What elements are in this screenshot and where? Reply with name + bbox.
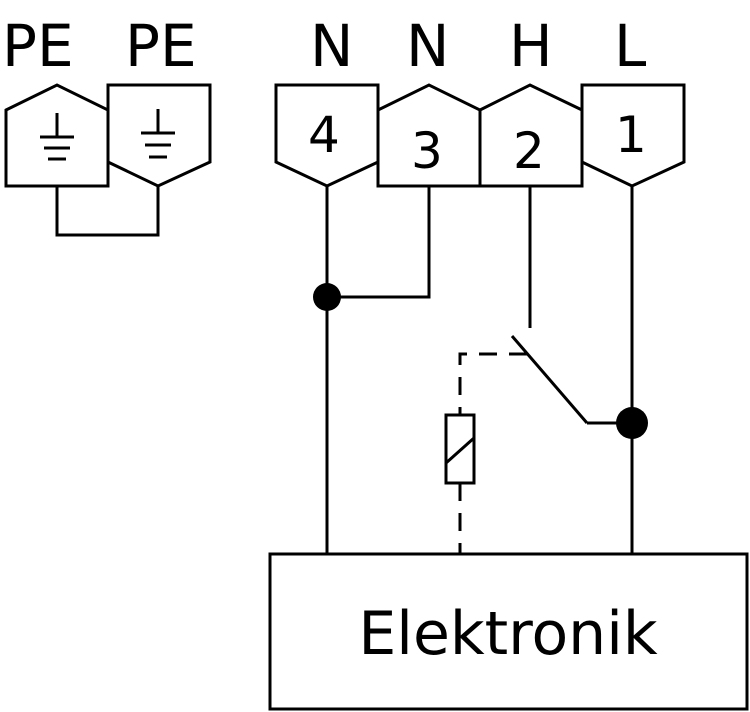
label-n-4: N: [310, 12, 353, 80]
relay-switch: [510, 335, 632, 425]
electronics-label: Elektronik: [358, 599, 658, 669]
pe-terminal-1: [4, 83, 110, 188]
electronics-module: [268, 552, 749, 711]
terminal-number-3: 3: [411, 122, 443, 180]
terminal-1: 1: [580, 83, 686, 188]
ground-icon: [141, 109, 175, 159]
relay-control-link: [458, 352, 527, 415]
label-l-1: L: [614, 12, 646, 80]
label-pe-1: PE: [2, 12, 74, 80]
ground-icon: [40, 113, 74, 161]
terminal-number-2: 2: [513, 122, 545, 180]
label-pe-2: PE: [125, 12, 197, 80]
label-n-3: N: [406, 12, 449, 80]
junction-dot-n: [313, 283, 341, 311]
terminal-number-1: 1: [615, 106, 647, 164]
terminal-2: 2: [478, 83, 584, 188]
terminal-number-4: 4: [308, 106, 340, 164]
pe-bridge-wire: [55, 186, 160, 237]
wire-n-3: [327, 186, 431, 299]
label-h-2: H: [509, 12, 553, 80]
relay-coil-mark: [445, 436, 475, 465]
terminal-4: 4: [274, 83, 380, 188]
pe-terminal-2: [106, 83, 212, 188]
terminal-3: 3: [376, 83, 482, 188]
